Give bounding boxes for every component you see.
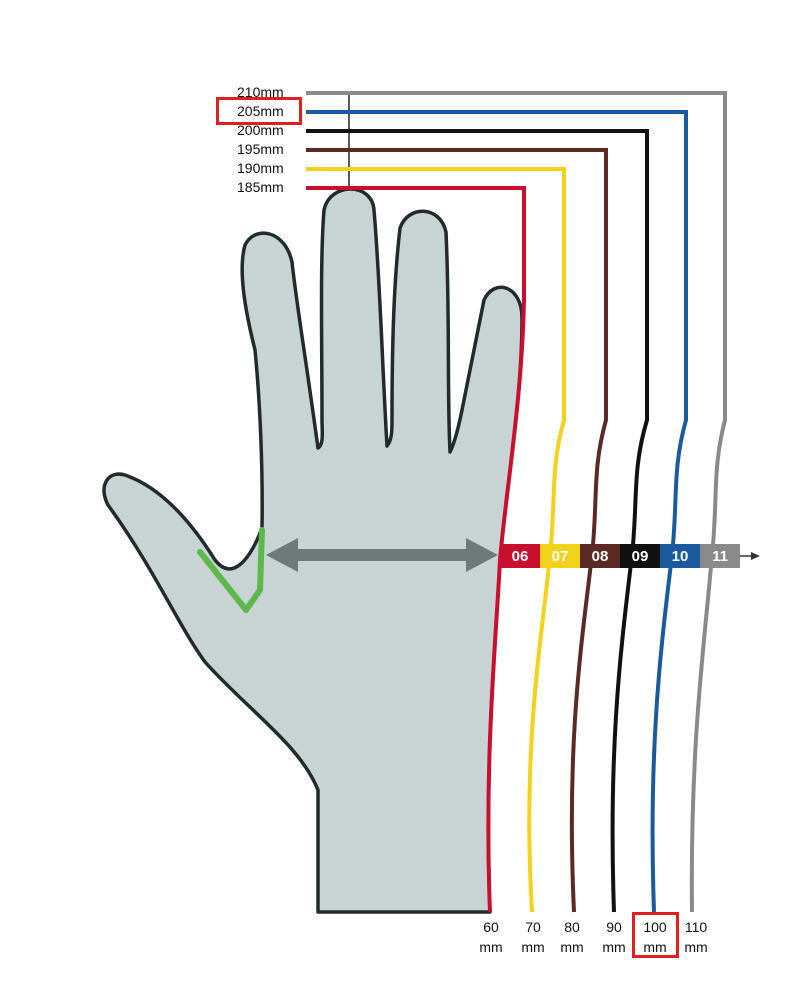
- width-unit: mm: [643, 939, 667, 955]
- width-unit: mm: [684, 939, 708, 955]
- size-cell-08: [580, 544, 620, 568]
- size-cell-11: [700, 544, 740, 568]
- width-value: 100: [643, 919, 667, 935]
- double-arrow-icon: [266, 538, 498, 572]
- length-label-205: 205mm: [237, 103, 284, 119]
- width-value: 110: [684, 919, 708, 935]
- size-cell-09: [620, 544, 660, 568]
- size-code-08: 08: [592, 548, 609, 565]
- width-unit: mm: [560, 939, 584, 955]
- size-cell-07: [540, 544, 580, 568]
- size-line-10: [306, 110, 688, 913]
- size-code-09: 09: [632, 548, 649, 565]
- width-label-100: 100 mm: [632, 917, 678, 957]
- width-unit: mm: [602, 939, 626, 955]
- highlight-box-length-205mm: [216, 97, 302, 125]
- size-line-07: [306, 167, 566, 913]
- size-code-07: 07: [552, 548, 569, 565]
- length-label-190: 190mm: [237, 160, 284, 176]
- size-line-09: [306, 129, 649, 913]
- width-label-70: 70 mm: [510, 917, 556, 957]
- size-bar: 06 07 08 09 10 11: [500, 544, 740, 568]
- width-label-60: 60 mm: [468, 917, 514, 957]
- length-label-185: 185mm: [237, 179, 284, 195]
- width-value: 60: [483, 919, 499, 935]
- size-code-11: 11: [712, 548, 728, 565]
- size-line-11: [306, 91, 727, 913]
- width-value: 70: [525, 919, 541, 935]
- length-label-195: 195mm: [237, 141, 284, 157]
- size-cell-06: [500, 544, 540, 568]
- width-value: 90: [606, 919, 622, 935]
- width-label-90: 90 mm: [591, 917, 637, 957]
- width-unit: mm: [479, 939, 503, 955]
- thumb-measure-mark: [197, 527, 265, 613]
- axis-arrow-icon: [740, 552, 760, 560]
- width-value: 80: [564, 919, 580, 935]
- size-code-06: 06: [512, 548, 529, 565]
- width-label-80: 80 mm: [549, 917, 595, 957]
- size-cell-10: [660, 544, 700, 568]
- size-code-10: 10: [672, 548, 689, 565]
- width-label-110: 110 mm: [673, 917, 719, 957]
- length-label-200: 200mm: [237, 122, 284, 138]
- length-label-210: 210mm: [237, 84, 284, 100]
- width-unit: mm: [521, 939, 545, 955]
- size-line-08: [306, 148, 608, 913]
- highlight-box-width-100mm: [632, 912, 679, 958]
